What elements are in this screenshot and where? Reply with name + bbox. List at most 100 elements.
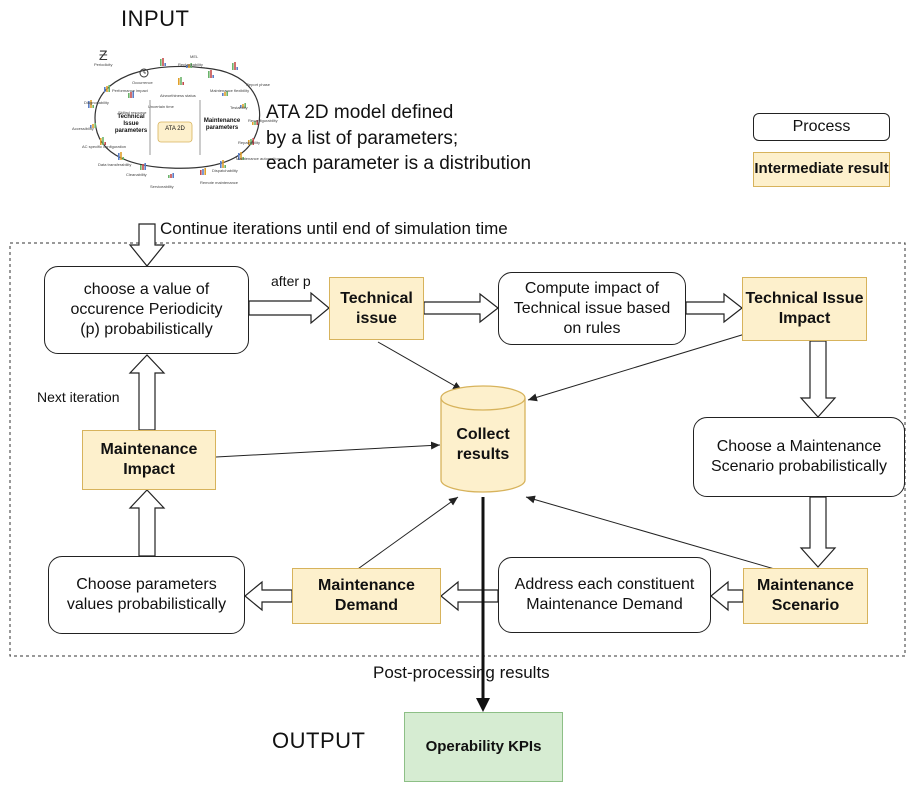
model-parameter-label: Accessibility [72, 126, 94, 131]
legend-process: Process [753, 113, 890, 141]
model-parameter-label: Remote maintenance [200, 180, 239, 185]
mini-bar [252, 122, 254, 125]
arrow-tii-to-collect [527, 333, 746, 402]
hollow-arrow-demand-to-parameters [244, 580, 293, 612]
mini-bar [120, 152, 122, 160]
model-parameter-label: Airworthiness status [160, 93, 196, 98]
arrow-collect-to-output-head [476, 698, 490, 712]
mini-bar [128, 93, 130, 98]
mini-bar [100, 138, 102, 145]
mini-bar [226, 91, 228, 96]
mini-bar [240, 105, 242, 108]
hollow-arrow-parameters-to-impact [128, 489, 166, 557]
input-heading: INPUT [121, 6, 190, 31]
arrow-demand-to-collect [354, 496, 459, 572]
mini-bar [188, 64, 190, 68]
mini-bar [208, 71, 210, 78]
hollow-arrow-choice-to-scenario [799, 496, 837, 568]
model-parameter-label: MEL [190, 54, 199, 59]
mini-bar [180, 77, 182, 85]
mini-bar [242, 157, 244, 160]
mini-bar [224, 92, 226, 96]
mini-bar [222, 160, 224, 168]
mini-bar [104, 142, 106, 145]
mini-bar [234, 62, 236, 70]
arrow-technical-to-collect [377, 341, 463, 391]
after-p-label: after p [271, 273, 311, 289]
hollow-arrow-technical-to-compute [423, 292, 499, 324]
mini-bar [162, 58, 164, 66]
legend-intermediate-result: Intermediate result [753, 152, 890, 187]
model-parameter-label: Uncertain time [148, 104, 174, 109]
mini-bar [210, 70, 212, 78]
model-parameter-label: Diagnosability [84, 100, 109, 105]
mini-bar [232, 63, 234, 70]
mini-bar [132, 91, 134, 98]
model-parameter-label: Performance impact [112, 88, 148, 93]
mini-bar [186, 65, 188, 68]
model-parameter-label: Maintenance flexibility [210, 88, 250, 93]
mini-bar [256, 120, 258, 125]
model-parameter-label: Skilled resource [118, 110, 147, 115]
mini-bar [122, 157, 124, 160]
hollow-arrow-tii-to-scenario-choice [799, 340, 837, 418]
mini-bar [172, 173, 174, 178]
model-center-box [157, 121, 193, 143]
model-parameter-label: Maintenance automation [236, 156, 280, 161]
post-processing-label: Post-processing results [373, 663, 550, 682]
sigma-glyph: Ƶ [99, 47, 108, 63]
mini-bar [202, 169, 204, 175]
model-center-label: ATA 2D [165, 126, 185, 132]
mini-bar [212, 75, 214, 78]
mini-bar [200, 170, 202, 175]
model-parameter-label: Serviceability [150, 184, 174, 189]
mini-bar [88, 101, 90, 108]
mini-bar [108, 85, 110, 92]
mini-bar [254, 121, 256, 125]
mini-bar [250, 139, 252, 145]
mini-bar [170, 174, 172, 178]
arrow-scenario-to-collect [525, 495, 779, 571]
mini-bar [248, 140, 250, 145]
hollow-arrow-compute-to-tii [685, 292, 743, 324]
mini-bar [182, 82, 184, 85]
mini-bar [222, 93, 224, 96]
mini-bar [204, 168, 206, 175]
mini-bar [106, 86, 108, 92]
mini-bar [94, 123, 96, 128]
model-parameter-label: Dispatchability [212, 168, 238, 173]
hollow-arrow-impact-to-choose [128, 354, 166, 431]
model-parameter-label: AC specific configuration [82, 144, 127, 149]
mini-bar [90, 100, 92, 108]
mini-bar [140, 165, 142, 170]
arrow-impact-to-collect [215, 441, 441, 458]
mini-bar [92, 124, 94, 128]
mini-bar [168, 175, 170, 178]
loop-label: Continue iterations until end of simulat… [160, 219, 508, 238]
mini-bar [240, 152, 242, 160]
model-parameter-label: Cleanability [126, 172, 147, 177]
output-heading: OUTPUT [272, 728, 366, 753]
mini-bar [144, 163, 146, 170]
hollow-arrow-scenario-to-address [710, 580, 744, 612]
mini-bar [178, 78, 180, 85]
mini-bar [238, 153, 240, 160]
model-parameter-label: Reconfigurability [248, 118, 278, 123]
mini-bar [142, 164, 144, 170]
model-parameter-label: Testability [230, 105, 248, 110]
model-left-label: Technical Issue parameters [114, 114, 148, 135]
mini-bar [130, 92, 132, 98]
mini-bar-glyphs [88, 58, 258, 178]
collect-results-cylinder [440, 385, 526, 493]
mini-bar [164, 63, 166, 66]
